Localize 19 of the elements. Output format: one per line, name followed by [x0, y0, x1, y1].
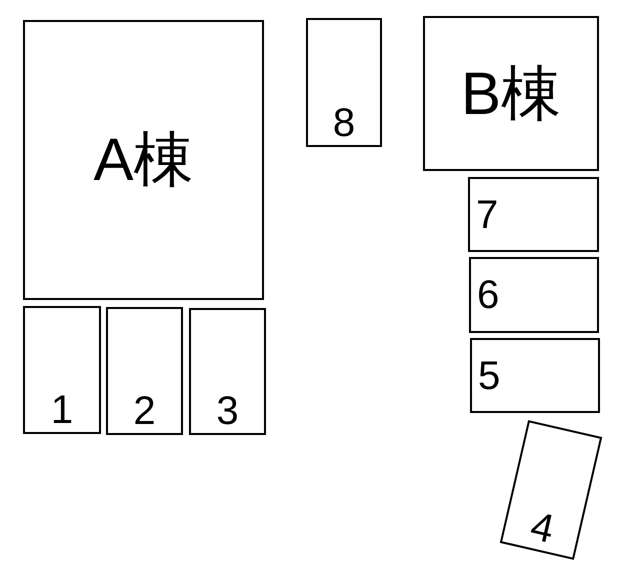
- parking-space: [189, 308, 266, 435]
- building-label: B棟: [460, 64, 562, 124]
- space-number: 5: [478, 356, 500, 396]
- space-number: 8: [332, 103, 356, 143]
- space-number: 6: [477, 275, 500, 315]
- parking-space: [469, 257, 599, 333]
- parking-space: [106, 307, 183, 435]
- parking-space: [470, 338, 600, 413]
- parking-space: [306, 18, 382, 147]
- building-box: [423, 16, 599, 171]
- space-number: 3: [216, 391, 239, 431]
- building-box: [23, 20, 264, 300]
- space-number: 4: [526, 506, 558, 550]
- parking-space: [468, 177, 599, 252]
- building-label: A棟: [93, 130, 194, 190]
- parking-space: [23, 306, 101, 434]
- space-number: 1: [50, 390, 74, 430]
- space-number: 7: [476, 194, 498, 234]
- space-number: 2: [133, 391, 156, 431]
